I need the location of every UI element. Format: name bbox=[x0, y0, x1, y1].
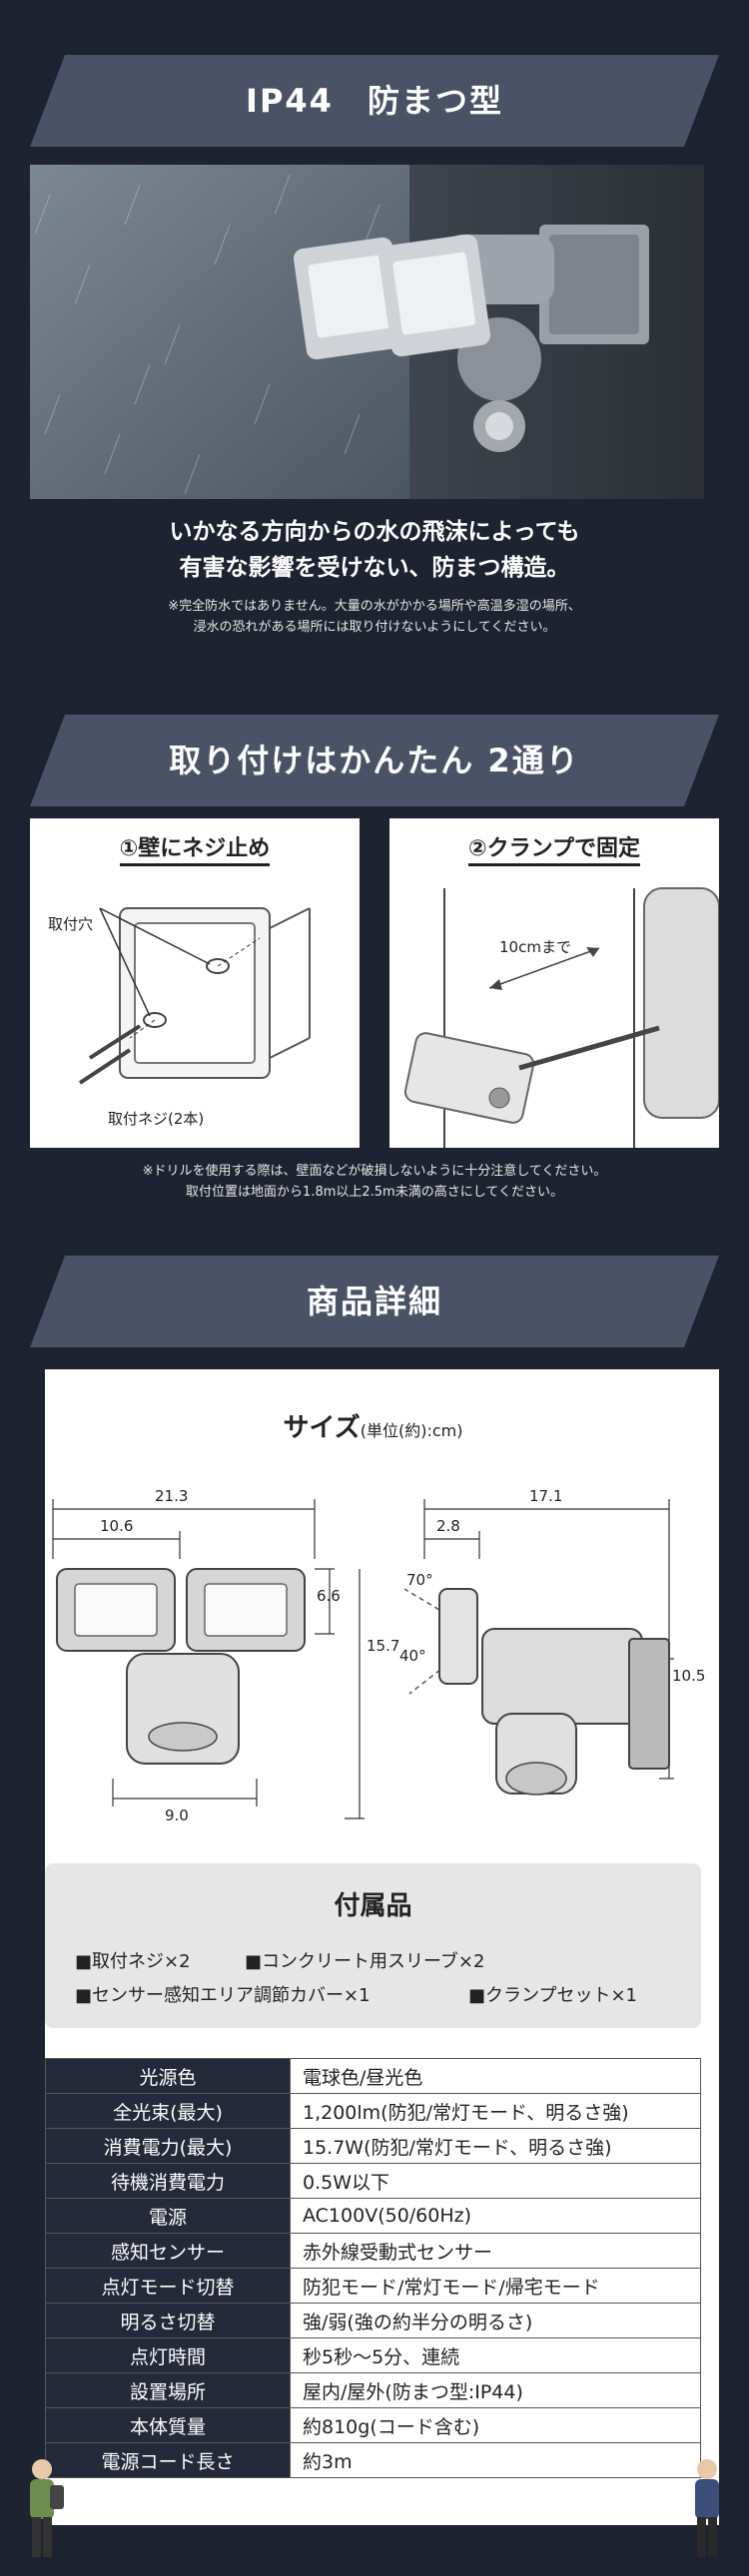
table-row: 光源色電球色/昼光色 bbox=[45, 2058, 701, 2094]
spec-key: 消費電力(最大) bbox=[45, 2128, 291, 2164]
clamp-label: 10cmまで bbox=[499, 938, 571, 956]
spec-key: 感知センサー bbox=[45, 2233, 291, 2269]
table-row: 電源コード長さ約3m bbox=[45, 2442, 701, 2478]
table-row: 点灯時間秒5秒〜5分、連続 bbox=[45, 2337, 701, 2373]
spec-value: 屋内/屋外(防まつ型:IP44) bbox=[290, 2372, 701, 2408]
ip44-note: ※完全防水ではありません。大量の水がかかる場所や高温多湿の場所、 浸水の恐れがあ… bbox=[0, 596, 749, 638]
dim-width-total: 21.3 bbox=[155, 1487, 189, 1505]
product-details-panel: サイズ(単位(約):cm) 21.3 10.6 6.6 1 bbox=[45, 1369, 719, 2525]
spec-value: 1,200lm(防犯/常灯モード、明るさ強) bbox=[290, 2093, 701, 2129]
dim-bracket-height: 10.5 bbox=[672, 1667, 706, 1685]
accessory-item: ■クランプセット×1 bbox=[468, 1985, 638, 2006]
install-method-screw: ①壁にネジ止め 取付穴 取付ネジ(2本) bbox=[30, 818, 360, 1148]
table-row: 点灯モード切替防犯モード/常灯モード/帰宅モード bbox=[45, 2268, 701, 2304]
install-note: ※ドリルを使用する際は、壁面などが破損しないように十分注意してください。 取付位… bbox=[0, 1161, 749, 1203]
table-row: 本体質量約810g(コード含む) bbox=[45, 2407, 701, 2443]
person-right-illustration bbox=[695, 2459, 719, 2557]
spec-key: 電源 bbox=[45, 2198, 291, 2234]
dim-width-lamp: 10.6 bbox=[100, 1517, 134, 1535]
section-title: IP44 防まつ型 bbox=[246, 82, 503, 120]
spec-value: 強/弱(強の約半分の明るさ) bbox=[290, 2303, 701, 2338]
banner-shape bbox=[30, 55, 719, 147]
spec-value: 防犯モード/常灯モード/帰宅モード bbox=[290, 2268, 701, 2304]
rain-light-illustration bbox=[30, 165, 704, 499]
dim-angle-up: 70° bbox=[406, 1571, 433, 1589]
section-banner-ip44: IP44 防まつ型 bbox=[30, 55, 719, 147]
dim-depth-total: 17.1 bbox=[529, 1487, 563, 1505]
section-title: 商品詳細 bbox=[306, 1283, 442, 1320]
accessory-item: ■コンクリート用スリーブ×2 bbox=[245, 1951, 485, 1972]
table-row: 明るさ切替強/弱(強の約半分の明るさ) bbox=[45, 2303, 701, 2338]
lead-line-2: 有害な影響を受けない、防まつ構造。 bbox=[179, 555, 570, 581]
spec-value: 約810g(コード含む) bbox=[290, 2407, 701, 2443]
spec-value: AC100V(50/60Hz) bbox=[290, 2198, 701, 2234]
spec-key: 全光束(最大) bbox=[45, 2093, 291, 2129]
spec-key: 点灯モード切替 bbox=[45, 2268, 291, 2304]
spec-key: 光源色 bbox=[45, 2058, 291, 2094]
spec-table: 光源色電球色/昼光色 全光束(最大)1,200lm(防犯/常灯モード、明るさ強)… bbox=[45, 2058, 701, 2478]
note-line-2: 取付位置は地面から1.8m以上2.5m未満の高さにしてください。 bbox=[186, 1185, 563, 1200]
accessory-item: ■取付ネジ×2 bbox=[75, 1951, 191, 1972]
person-left-illustration bbox=[30, 2459, 64, 2557]
spec-value: 赤外線受動式センサー bbox=[290, 2233, 701, 2269]
hole-label: 取付穴 bbox=[48, 915, 94, 933]
spec-key: 設置場所 bbox=[45, 2372, 291, 2408]
dim-height-lamp: 6.6 bbox=[317, 1587, 341, 1605]
clamp-mount-illustration bbox=[403, 887, 719, 1148]
dim-angle-down: 40° bbox=[399, 1647, 426, 1665]
spec-key: 待機消費電力 bbox=[45, 2163, 291, 2199]
table-row: 消費電力(最大)15.7W(防犯/常灯モード、明るさ強) bbox=[45, 2128, 701, 2164]
spec-key: 電源コード長さ bbox=[45, 2442, 291, 2478]
dim-width-sensor: 9.0 bbox=[165, 1806, 189, 1824]
product-hero-image bbox=[30, 165, 704, 499]
accessories-title: 付属品 bbox=[334, 1891, 412, 1921]
spec-key: 明るさ切替 bbox=[45, 2303, 291, 2338]
section-banner-details: 商品詳細 bbox=[30, 1256, 719, 1347]
table-row: 全光束(最大)1,200lm(防犯/常灯モード、明るさ強) bbox=[45, 2093, 701, 2129]
note-line-1: ※ドリルを使用する際は、壁面などが破損しないように十分注意してください。 bbox=[142, 1164, 607, 1179]
spec-key: 本体質量 bbox=[45, 2407, 291, 2443]
method-title: ②クランプで固定 bbox=[389, 830, 719, 866]
size-title: サイズ bbox=[283, 1413, 361, 1443]
spec-key: 点灯時間 bbox=[45, 2337, 291, 2373]
spec-value: 0.5W以下 bbox=[290, 2163, 701, 2199]
accessory-item: ■センサー感知エリア調節カバー×1 bbox=[75, 1985, 371, 2006]
size-unit: (単位(約):cm) bbox=[360, 1421, 463, 1440]
spec-value: 電球色/昼光色 bbox=[290, 2058, 701, 2094]
screw-label: 取付ネジ(2本) bbox=[108, 1110, 205, 1128]
screw-mount-illustration bbox=[78, 907, 311, 1085]
section-banner-install: 取り付けはかんたん 2通り bbox=[30, 715, 719, 806]
section-title: 取り付けはかんたん 2通り bbox=[169, 742, 580, 779]
dim-height-total: 15.7 bbox=[367, 1637, 400, 1655]
lead-line-1: いかなる方向からの水の飛沫によっても bbox=[169, 519, 580, 545]
banner-shape bbox=[30, 1256, 719, 1347]
table-row: 感知センサー赤外線受動式センサー bbox=[45, 2233, 701, 2269]
banner-shape bbox=[30, 715, 719, 806]
install-method-clamp: ②クランプで固定 10cmまで bbox=[389, 818, 719, 1148]
size-heading: サイズ(単位(約):cm) bbox=[45, 1407, 701, 1444]
spec-value: 15.7W(防犯/常灯モード、明るさ強) bbox=[290, 2128, 701, 2164]
lead-text: いかなる方向からの水の飛沫によっても 有害な影響を受けない、防まつ構造。 bbox=[0, 514, 749, 586]
note-line-1: ※完全防水ではありません。大量の水がかかる場所や高温多湿の場所、 bbox=[168, 599, 581, 614]
dim-depth-small: 2.8 bbox=[436, 1517, 460, 1535]
method-title: ①壁にネジ止め bbox=[30, 830, 360, 866]
spec-value: 秒5秒〜5分、連続 bbox=[290, 2337, 701, 2373]
table-row: 設置場所屋内/屋外(防まつ型:IP44) bbox=[45, 2372, 701, 2408]
dimension-diagram bbox=[52, 1499, 674, 1819]
accessories-box: 付属品 ■取付ネジ×2 ■コンクリート用スリーブ×2 ■センサー感知エリア調節カ… bbox=[45, 1863, 701, 2028]
note-line-2: 浸水の恐れがある場所には取り付けないようにしてください。 bbox=[193, 620, 556, 635]
spec-value: 約3m bbox=[290, 2442, 701, 2478]
